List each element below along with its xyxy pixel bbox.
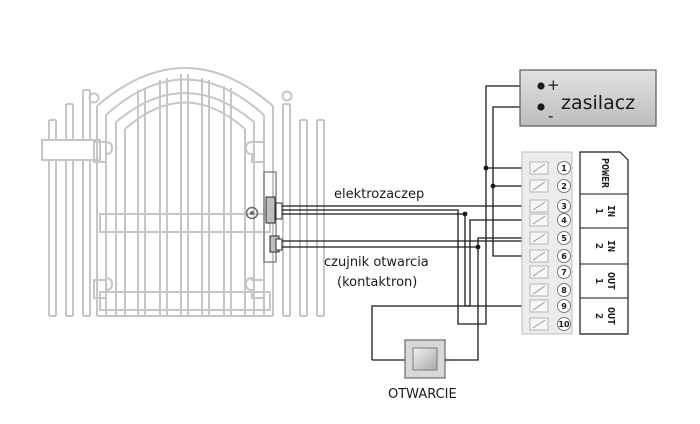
- button-label: OTWARCIE: [388, 387, 457, 402]
- terminal-9: 9: [529, 299, 571, 313]
- terminal-number-badge: [557, 231, 571, 245]
- terminal-5: 5: [529, 231, 571, 245]
- plus-terminal-icon: [537, 82, 545, 90]
- psu-label: zasilacz: [561, 92, 635, 114]
- terminal-number: 2: [561, 182, 567, 191]
- terminal-strip: 1 2 3 4 5 6 7 8 9 10: [521, 151, 573, 335]
- terminal-number-badge: [557, 161, 571, 175]
- terminal-number: 8: [561, 286, 567, 295]
- terminal-number-badge: [557, 265, 571, 279]
- psu-minus-sign: -: [548, 107, 553, 125]
- block-out1: OUT 1: [593, 272, 616, 290]
- gate-finials: [88, 90, 293, 104]
- terminal-number: 6: [561, 252, 567, 261]
- terminal-number: 3: [561, 202, 567, 211]
- terminal-10: 10: [529, 317, 571, 331]
- keyhole-icon: [245, 206, 259, 220]
- psu-plus-sign: +: [547, 76, 560, 94]
- block-in2-number: 2: [593, 243, 604, 249]
- sensor-label-line1: czujnik otwarcia: [324, 255, 429, 270]
- terminal-6: 6: [529, 249, 571, 263]
- block-out1-number: 1: [593, 278, 604, 284]
- block-in2: IN 2: [593, 240, 616, 252]
- terminal-7: 7: [529, 265, 571, 279]
- block-power-label: POWER: [599, 158, 610, 189]
- terminal-number-badge: [557, 283, 571, 297]
- terminal-number-badge: [557, 249, 571, 263]
- gate-drawing: [41, 67, 325, 317]
- push-button-icon: [412, 347, 438, 371]
- gate-ornaments: [93, 141, 265, 299]
- function-blocks: POWER IN 1 IN 2 OUT 1 OUT 2: [579, 151, 629, 335]
- wiring: [282, 85, 554, 361]
- block-in2-label: IN: [605, 240, 616, 252]
- gate-frame: [96, 67, 274, 316]
- block-in1-number: 1: [593, 208, 604, 214]
- sensor-label-line2: (kontaktron): [337, 275, 417, 290]
- terminal-number-badge: [557, 213, 571, 227]
- terminal-number: 4: [561, 216, 567, 225]
- gate-left-posts: [41, 89, 101, 317]
- terminal-2: 2: [529, 179, 571, 193]
- terminal-8: 8: [529, 283, 571, 297]
- block-in1: IN 1: [593, 205, 616, 217]
- junctions: [462, 165, 496, 250]
- terminal-1: 1: [529, 161, 571, 175]
- terminal-number: 1: [561, 164, 567, 173]
- terminal-number: 9: [561, 302, 567, 311]
- strike-label: elektrozaczep: [334, 187, 424, 202]
- terminal-number: 10: [558, 320, 570, 329]
- block-in1-label: IN: [605, 205, 616, 217]
- block-out2: OUT 2: [593, 307, 616, 325]
- power-supply: + - zasilacz: [519, 69, 657, 127]
- terminal-number: 5: [561, 234, 567, 243]
- block-out2-number: 2: [593, 313, 604, 319]
- minus-terminal-icon: [537, 103, 545, 111]
- gate-bars: [97, 74, 273, 317]
- open-button: [404, 339, 460, 379]
- terminal-number-badge: [557, 199, 571, 213]
- block-out1-label: OUT: [605, 272, 616, 290]
- terminal-number: 7: [561, 268, 567, 277]
- block-out2-label: OUT: [605, 307, 616, 325]
- terminal-3: 3: [529, 199, 571, 213]
- terminal-number-badge: [557, 179, 571, 193]
- block-power: POWER: [599, 158, 610, 189]
- terminal-number-badge: [557, 317, 571, 331]
- terminal-number-badge: [557, 299, 571, 313]
- terminal-4: 4: [529, 213, 571, 227]
- strike-and-sensor-mount: [265, 196, 283, 253]
